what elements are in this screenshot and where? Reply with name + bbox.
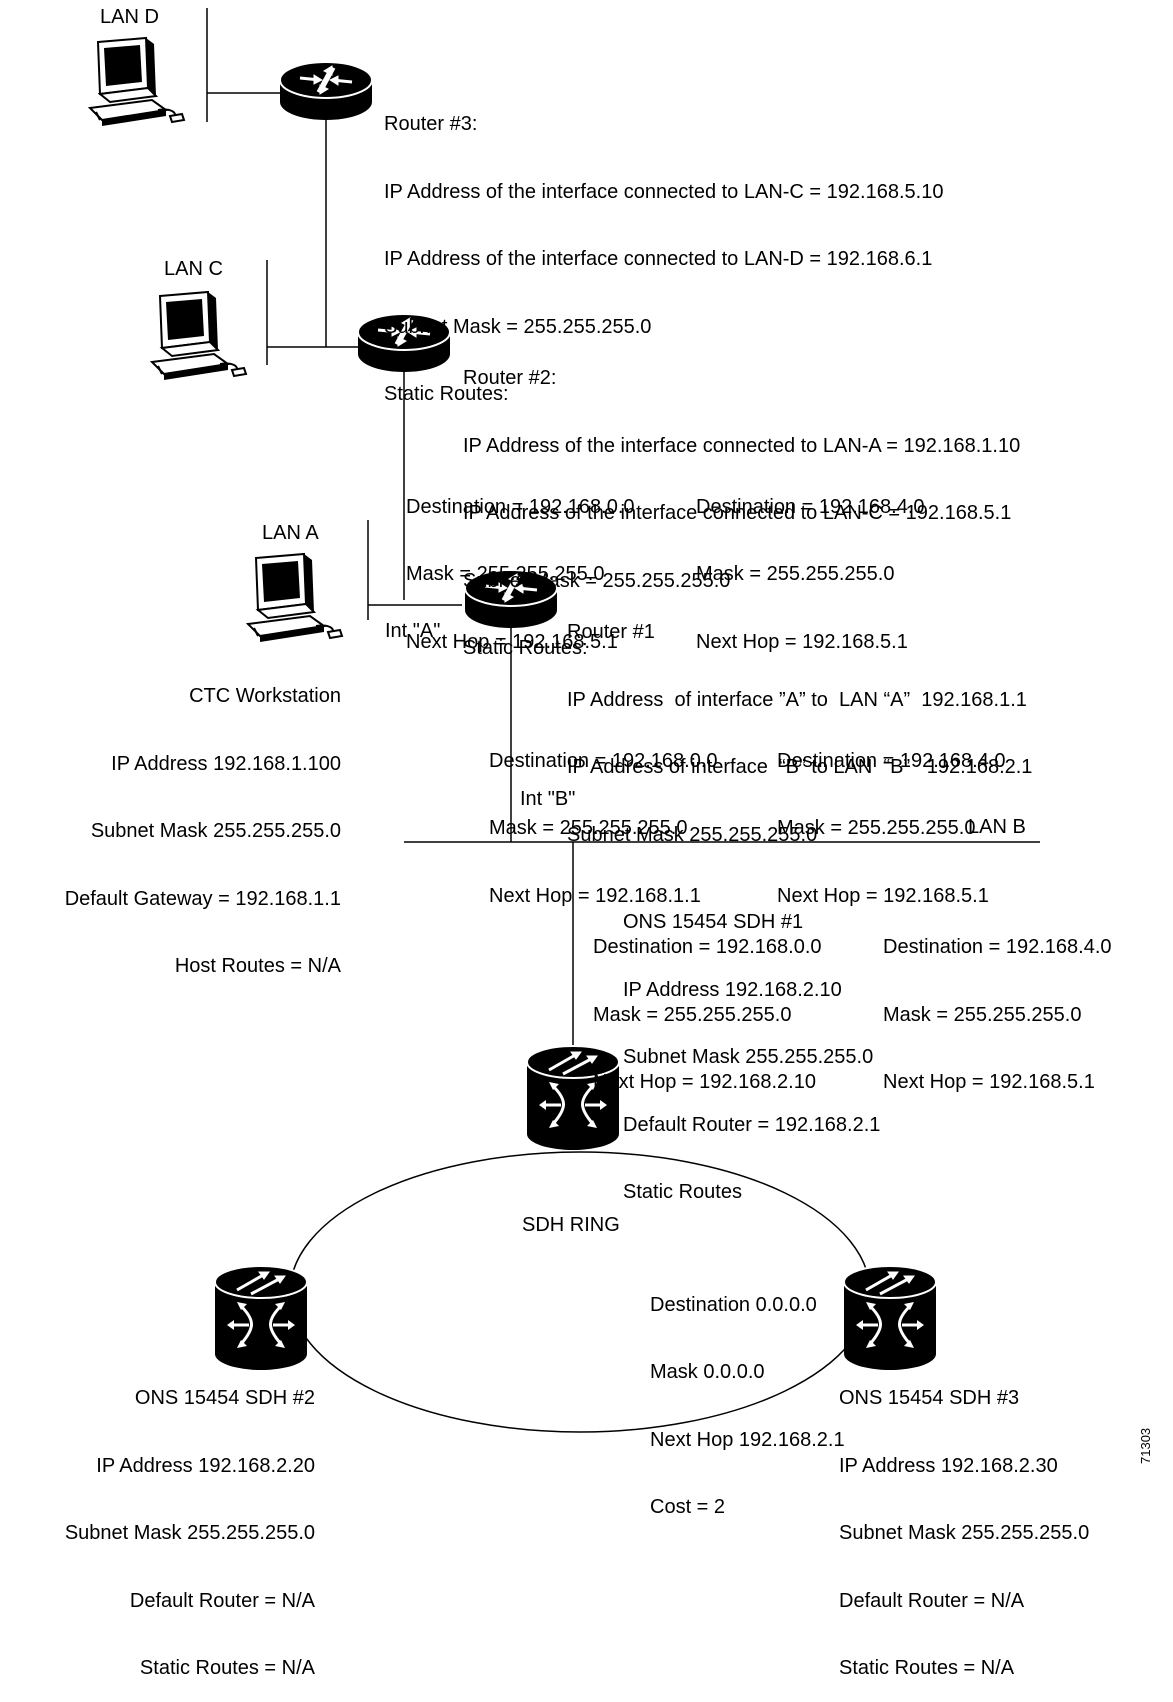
- lan-c-label: LAN C: [164, 258, 223, 280]
- router2-line: Static Routes:: [463, 637, 588, 659]
- route-field: Mask 0.0.0.0: [650, 1361, 765, 1383]
- int-a-label: Int "A": [385, 620, 441, 642]
- ctc-line: Default Gateway = 192.168.1.1: [64, 887, 341, 910]
- lan-d-label: LAN D: [100, 6, 159, 28]
- ctc-workstation-info: CTC Workstation IP Address 192.168.1.100…: [65, 640, 341, 1000]
- ctc-line: Subnet Mask 255.255.255.0: [90, 820, 341, 842]
- route-field: Next Hop = 192.168.5.1: [696, 630, 908, 653]
- ons1-info: ONS 15454 SDH #1 IP Address 192.168.2.10…: [623, 866, 880, 1586]
- ctc-line: CTC Workstation: [189, 685, 341, 707]
- ons1-line: Subnet Mask 255.255.255.0: [623, 1046, 874, 1068]
- ons2-line: Subnet Mask 255.255.255.0: [64, 1522, 315, 1544]
- router3-line: IP Address of the interface connected to…: [384, 248, 933, 270]
- ons3-line: ONS 15454 SDH #3: [839, 1387, 1020, 1409]
- ons3-info: ONS 15454 SDH #3 IP Address 192.168.2.30…: [839, 1342, 1089, 1702]
- router3-info: Router #3: IP Address of the interface c…: [384, 68, 943, 721]
- ons2-line: Default Router = N/A: [129, 1589, 315, 1612]
- ons1-line: IP Address 192.168.2.10: [623, 978, 842, 1001]
- router1-line: IP Address of interface ”A” to LAN “A” 1…: [567, 688, 1027, 711]
- lan-a-workstation-icon: [247, 553, 343, 643]
- ons2-line: ONS 15454 SDH #2: [134, 1387, 315, 1409]
- route-field: Mask = 255.255.255.0: [696, 563, 895, 585]
- route-field: Mask = 255.255.255.0: [883, 1003, 1082, 1026]
- sdh-ring-label: SDH RING: [522, 1214, 620, 1236]
- route-field: Mask = 255.255.255.0: [406, 563, 605, 585]
- ons2-info: ONS 15454 SDH #2 IP Address 192.168.2.20…: [65, 1342, 315, 1702]
- int-b-label: Int "B": [520, 788, 576, 810]
- router2-line: Subnet Mask = 255.255.255.0: [463, 569, 731, 592]
- route-field: Next Hop = 192.168.5.1: [883, 1071, 1095, 1093]
- router2-title: Router #2:: [463, 367, 557, 389]
- ons2-line: Static Routes = N/A: [139, 1657, 315, 1679]
- lan-d-workstation-icon: [89, 37, 185, 127]
- ctc-line: Host Routes = N/A: [174, 955, 341, 977]
- ctc-line: IP Address 192.168.1.100: [111, 752, 341, 775]
- route-field: Next Hop = 192.168.5.1: [406, 630, 618, 653]
- route-field: Next Hop = 192.168.2.10: [593, 1071, 816, 1093]
- router1-routes: Destination = 192.168.0.0 Mask = 255.255…: [567, 891, 1112, 1139]
- ons3-line: Default Router = N/A: [839, 1589, 1025, 1612]
- router3-line: Static Routes:: [384, 383, 509, 405]
- route-field: Mask = 255.255.255.0: [777, 817, 976, 839]
- ons3-line: Static Routes = N/A: [839, 1657, 1015, 1679]
- router2-line: IP Address of the interface connected to…: [463, 502, 1012, 524]
- route-field: Destination = 192.168.4.0: [777, 749, 1006, 772]
- ons3-line: Subnet Mask 255.255.255.0: [839, 1522, 1090, 1544]
- ons3-line: IP Address 192.168.2.30: [839, 1454, 1058, 1477]
- network-links: [206, 8, 1040, 1060]
- router1-line: Subnet Mask 255.255.255.0: [567, 823, 818, 846]
- lan-c-workstation-icon: [151, 291, 247, 381]
- router2-routes: Destination = 192.168.0.0 Mask = 255.255…: [463, 705, 1020, 953]
- router3-icon: [278, 60, 374, 122]
- route-field: Destination 0.0.0.0: [650, 1293, 817, 1316]
- router1-info: Router #1 IP Address of interface ”A” to…: [567, 576, 1112, 1161]
- router3-line: Subnet Mask = 255.255.255.0: [384, 315, 652, 338]
- ons1-line: Static Routes: [623, 1181, 742, 1203]
- router1-title: Router #1: [567, 621, 655, 643]
- ons1-line: Default Router = 192.168.2.1: [623, 1113, 881, 1136]
- router2-line: IP Address of the interface connected to…: [463, 434, 1021, 457]
- route-field: Mask = 255.255.255.0: [489, 817, 688, 839]
- route-field: Destination = 192.168.4.0: [883, 936, 1112, 958]
- route-field: Destination = 192.168.0.0: [489, 749, 718, 772]
- route-field: Destination = 192.168.0.0: [406, 495, 635, 518]
- route-field: Destination = 192.168.0.0: [593, 936, 822, 958]
- router3-line: IP Address of the interface connected to…: [384, 180, 944, 203]
- lan-b-label: LAN B: [968, 816, 1026, 838]
- figure-id: 71303: [1138, 1427, 1153, 1464]
- ons1-line: ONS 15454 SDH #1: [623, 911, 804, 933]
- router3-title: Router #3:: [384, 113, 478, 135]
- router1-line: IP Address of interface “B” to LAN “B” 1…: [567, 756, 1033, 778]
- ons2-line: IP Address 192.168.2.20: [96, 1454, 315, 1477]
- router3-routes: Destination = 192.168.0.0 Mask = 255.255…: [384, 451, 943, 699]
- network-diagram: [89, 8, 1040, 1433]
- route-field: Next Hop = 192.168.5.1: [777, 884, 989, 907]
- route-field: Next Hop = 192.168.1.1: [489, 884, 701, 907]
- route-field: Destination = 192.168.4.0: [696, 495, 925, 518]
- lan-a-label: LAN A: [262, 522, 319, 544]
- route-field: Next Hop 192.168.2.1: [650, 1428, 845, 1451]
- router2-info: Router #2: IP Address of the interface c…: [463, 322, 1020, 975]
- route-field: Mask = 255.255.255.0: [593, 1003, 792, 1026]
